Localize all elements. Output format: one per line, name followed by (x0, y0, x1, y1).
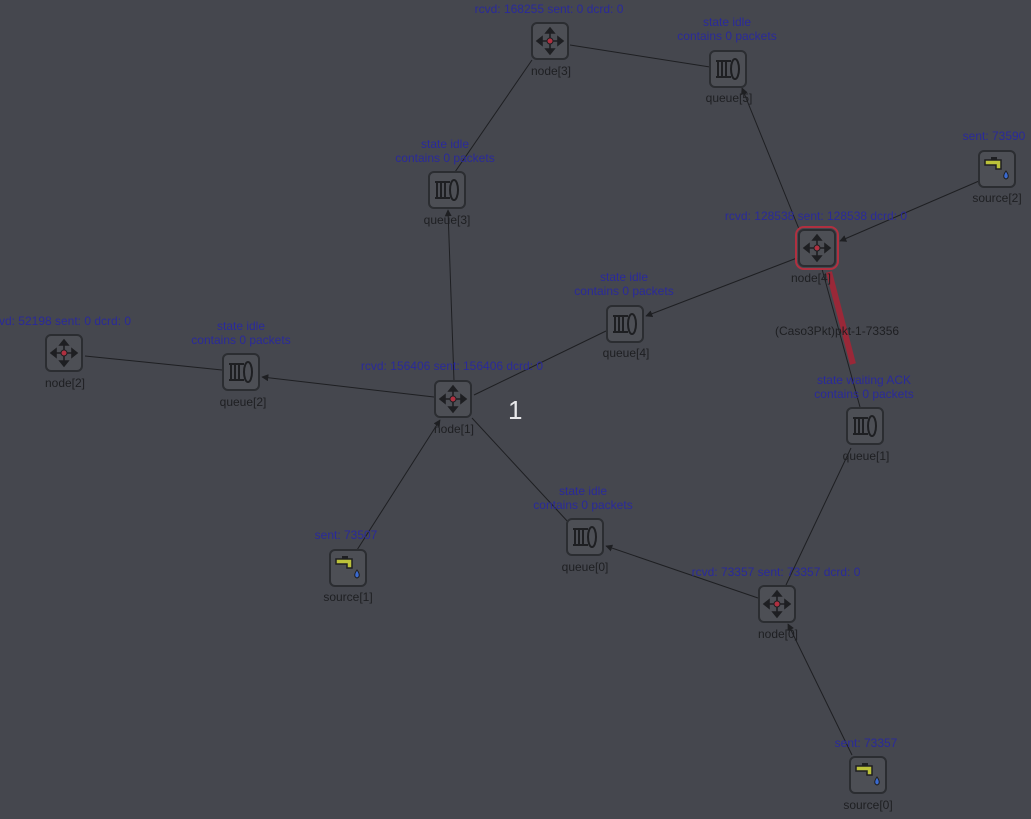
node-info: rcvd: 168255 sent: 0 dcrd: 0 (474, 2, 624, 16)
queue-contents: contains 0 packets (191, 333, 291, 347)
queue-icon[interactable] (566, 518, 604, 556)
source-name: source[2] (972, 191, 1022, 205)
link-node4-queue5 (741, 87, 800, 230)
link-queue2-node2 (84, 355, 223, 371)
queue-state: state idle (558, 484, 608, 498)
node-info: rcvd: 52198 sent: 0 dcrd: 0 (0, 314, 132, 328)
link-node1-queue3 (444, 209, 455, 382)
node-name: node[3] (530, 64, 572, 78)
queue-icon[interactable] (709, 50, 747, 88)
packet-transmission (826, 271, 856, 365)
link-source0-node0 (787, 623, 853, 756)
queue-contents: contains 0 packets (533, 498, 633, 512)
queue-icon[interactable] (846, 407, 884, 445)
queue-icon[interactable] (606, 305, 644, 343)
queue-name: queue[2] (219, 395, 267, 409)
queue-state: state waiting ACK (816, 373, 912, 387)
animation-step-marker: 1 (508, 395, 523, 425)
queue-contents: contains 0 packets (574, 284, 674, 298)
node-name: node[0] (757, 627, 799, 641)
queue-name: queue[3] (423, 213, 471, 227)
router-icon[interactable] (45, 334, 83, 372)
node-name: node[2] (44, 376, 86, 390)
node-info: rcvd: 128538 sent: 128538 dcrd: 0 (724, 209, 908, 223)
faucet-icon[interactable] (849, 756, 887, 794)
link-queue3-node3 (454, 59, 533, 173)
link-node3-queue5 (569, 44, 711, 68)
queue-name: queue[1] (842, 449, 890, 463)
queue-contents: contains 0 packets (677, 29, 777, 43)
node-info: rcvd: 156406 sent: 156406 dcrd: 0 (360, 359, 544, 373)
queue-name: queue[4] (602, 346, 650, 360)
source-info: sent: 73357 (834, 736, 898, 750)
link-queue4-node1 (473, 330, 607, 396)
queue-icon[interactable] (222, 353, 260, 391)
link-source1-node1 (356, 419, 441, 551)
link-source2-node4 (839, 180, 980, 242)
faucet-icon[interactable] (329, 549, 367, 587)
router-icon[interactable] (795, 226, 839, 270)
faucet-icon[interactable] (978, 150, 1016, 188)
link-queue1-node0 (785, 447, 852, 586)
queue-icon[interactable] (428, 171, 466, 209)
link-node1-queue2 (261, 374, 435, 398)
router-icon[interactable] (531, 22, 569, 60)
node-info: rcvd: 73357 sent: 73357 dcrd: 0 (691, 565, 861, 579)
link-node0-queue0 (605, 544, 759, 599)
source-name: source[1] (323, 590, 373, 604)
link-node4-queue4 (645, 257, 798, 318)
router-icon[interactable] (758, 585, 796, 623)
router-icon[interactable] (434, 380, 472, 418)
queue-state: state idle (599, 270, 649, 284)
queue-contents: contains 0 packets (814, 387, 914, 401)
source-name: source[0] (843, 798, 893, 812)
node-name: node[4] (790, 271, 832, 285)
queue-state: state idle (702, 15, 752, 29)
queue-state: state idle (216, 319, 266, 333)
message-label: (Caso3Pkt)pkt-1-73356 (775, 324, 900, 338)
link-queue0-node1 (471, 417, 570, 524)
queue-name: queue[0] (561, 560, 609, 574)
source-info: sent: 73590 (962, 129, 1026, 143)
queue-contents: contains 0 packets (395, 151, 495, 165)
queue-state: state idle (420, 137, 470, 151)
source-info: sent: 73507 (314, 528, 378, 542)
node-name: node[1] (433, 422, 475, 436)
queue-name: queue[5] (705, 91, 753, 105)
link-node4-queue1 (821, 268, 861, 408)
